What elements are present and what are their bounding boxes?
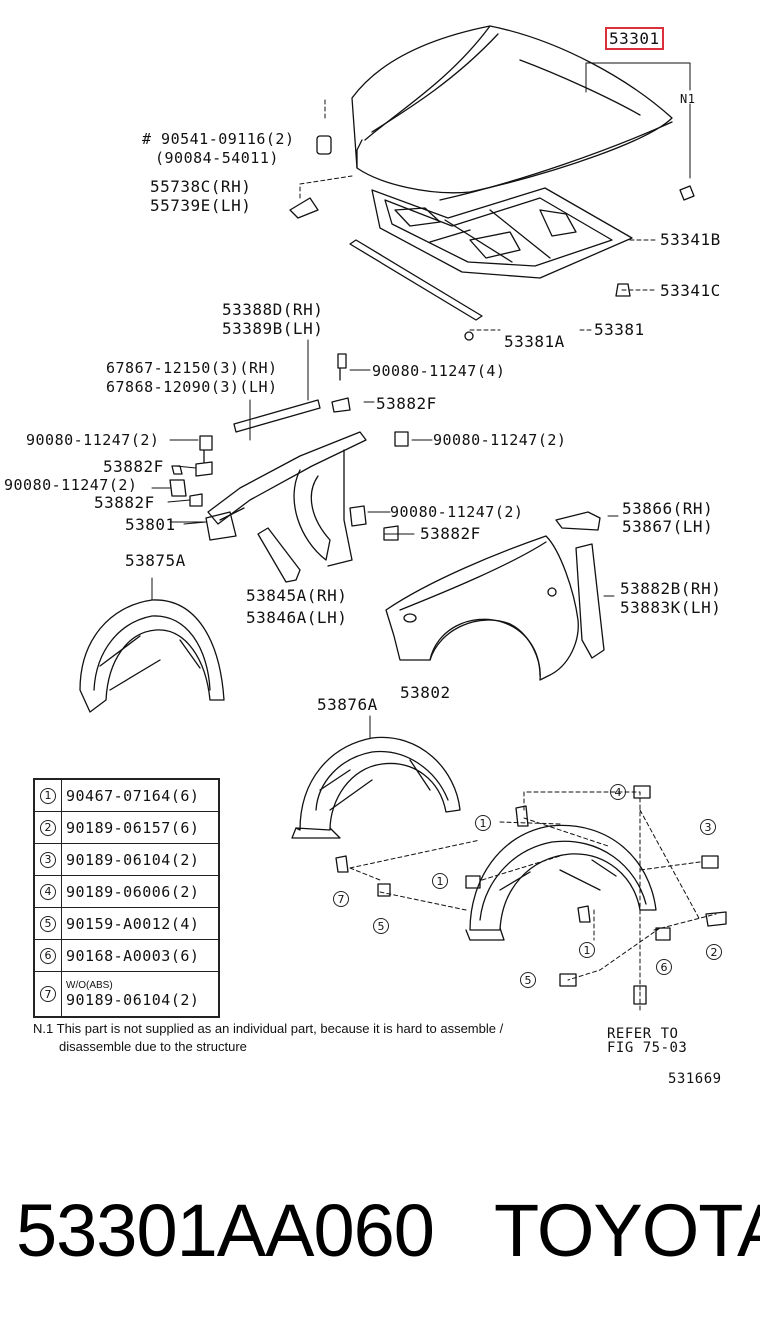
- label-53876a: 53876A: [317, 695, 378, 714]
- label-refer-to: REFER TO: [607, 1026, 679, 1042]
- label-53882f-b: 53882F: [103, 457, 164, 476]
- legend-callout-1: 1: [40, 787, 56, 804]
- legend-row: 2 90189-06157(6): [35, 812, 218, 844]
- legend-part: 90189-06104(2): [66, 990, 200, 1009]
- note-line-1: This part is not supplied as an individu…: [56, 1021, 504, 1036]
- hood-panel: [351, 25, 673, 201]
- legend-row: 4 90189-06006(2): [35, 876, 218, 908]
- label-53866: 53866(RH): [622, 499, 714, 518]
- legend-callout-3: 3: [40, 851, 56, 868]
- note-mark: N.1: [33, 1021, 54, 1036]
- label-53802: 53802: [400, 683, 451, 702]
- label-bolt-e: 90080-11247(2): [390, 503, 524, 521]
- legend-callout-2: 2: [40, 819, 56, 836]
- label-53381: 53381: [594, 320, 645, 339]
- label-55738c: 55738C(RH): [150, 177, 252, 196]
- label-bolt-b: 90080-11247(2): [26, 431, 160, 449]
- legend-part: 90189-06006(2): [66, 882, 200, 901]
- apron-bracket: [257, 527, 301, 583]
- hood-inner-frame: [371, 187, 633, 279]
- legend-callout-6: 6: [40, 947, 56, 964]
- legend-callout-7: 7: [40, 986, 56, 1002]
- callout-1-a: 1: [475, 815, 491, 831]
- label-53883k: 53883K(LH): [620, 598, 722, 617]
- label-53389b: 53389B(LH): [222, 319, 324, 338]
- fender-seal-vertical: [575, 543, 605, 659]
- label-53867: 53867(LH): [622, 517, 714, 536]
- callout-1-b: 1: [432, 873, 448, 889]
- label-bolt-a: 90080-11247(4): [372, 362, 506, 380]
- supply-note: N.1 This part is not supplied as an indi…: [33, 1020, 503, 1056]
- callout-3: 3: [700, 819, 716, 835]
- label-n1-ref: N1: [680, 92, 696, 106]
- label-53388d: 53388D(RH): [222, 300, 324, 319]
- label-bolt-d: 90080-11247(2): [4, 476, 138, 494]
- note-line-2: disassemble due to the structure: [59, 1039, 247, 1054]
- label-53882b: 53882B(RH): [620, 579, 722, 598]
- label-90541: # 90541-09116(2): [142, 130, 295, 148]
- callout-5-b: 5: [520, 972, 536, 988]
- legend-row: 5 90159-A0012(4): [35, 908, 218, 940]
- label-53875a: 53875A: [125, 551, 186, 570]
- legend-callout-5: 5: [40, 915, 56, 932]
- fastener-legend-table: 1 90467-07164(6) 2 90189-06157(6) 3 9018…: [33, 778, 220, 1018]
- label-53846a: 53846A(LH): [246, 608, 348, 627]
- label-53882f-d: 53882F: [420, 524, 481, 543]
- label-53801: 53801: [125, 515, 176, 534]
- footer-part-number: 53301AA060: [16, 1189, 435, 1272]
- legend-part: 90189-06104(2): [66, 850, 200, 869]
- legend-part: 90168-A0003(6): [66, 946, 200, 965]
- legend-row: 3 90189-06104(2): [35, 844, 218, 876]
- callout-6: 6: [656, 959, 672, 975]
- label-hood: 53301: [605, 27, 664, 50]
- callout-1-c: 1: [579, 942, 595, 958]
- legend-condition-note: W/O(ABS): [66, 979, 113, 991]
- highlighted-part-53301: 53301: [605, 27, 664, 50]
- label-53341b: 53341B: [660, 230, 721, 249]
- fender-liner-right: [465, 824, 657, 941]
- legend-part: 90467-07164(6): [66, 786, 200, 805]
- fender-apron-53801: [205, 431, 367, 567]
- callout-2: 2: [706, 944, 722, 960]
- fender-weatherstrip: [233, 399, 321, 433]
- label-55739e: 55739E(LH): [150, 196, 252, 215]
- callout-5-a: 5: [373, 918, 389, 934]
- label-90084: (90084-54011): [155, 149, 279, 167]
- label-53845a: 53845A(RH): [246, 586, 348, 605]
- label-refer-fig: FIG 75-03: [607, 1040, 688, 1056]
- label-67867: 67867-12150(3)(RH): [106, 359, 278, 377]
- label-figure-number: 531669: [668, 1071, 722, 1087]
- legend-part: 90159-A0012(4): [66, 914, 200, 933]
- label-bolt-c: 90080-11247(2): [433, 431, 567, 449]
- legend-callout-4: 4: [40, 883, 56, 900]
- legend-row: 7 W/O(ABS) 90189-06104(2): [35, 972, 218, 1016]
- callout-7: 7: [333, 891, 349, 907]
- fender-brace: [555, 511, 601, 531]
- legend-row: 1 90467-07164(6): [35, 780, 218, 812]
- legend-part: 90189-06157(6): [66, 818, 200, 837]
- legend-row: 6 90168-A0003(6): [35, 940, 218, 972]
- fender-liner-53875a: [79, 577, 225, 713]
- hood-seal-strip: [349, 239, 483, 321]
- label-53381a: 53381A: [504, 332, 565, 351]
- label-53341c: 53341C: [660, 281, 721, 300]
- callout-4: 4: [610, 784, 626, 800]
- product-footer: 53301AA060 TOYOTA: [16, 1188, 760, 1274]
- footer-brand: TOYOTA: [493, 1189, 760, 1272]
- label-53882f-c: 53882F: [94, 493, 155, 512]
- label-53882f-a: 53882F: [376, 394, 437, 413]
- fender-liner-53876a: [291, 715, 461, 839]
- front-fender-53802: [385, 535, 579, 681]
- label-67868: 67868-12090(3)(LH): [106, 378, 278, 396]
